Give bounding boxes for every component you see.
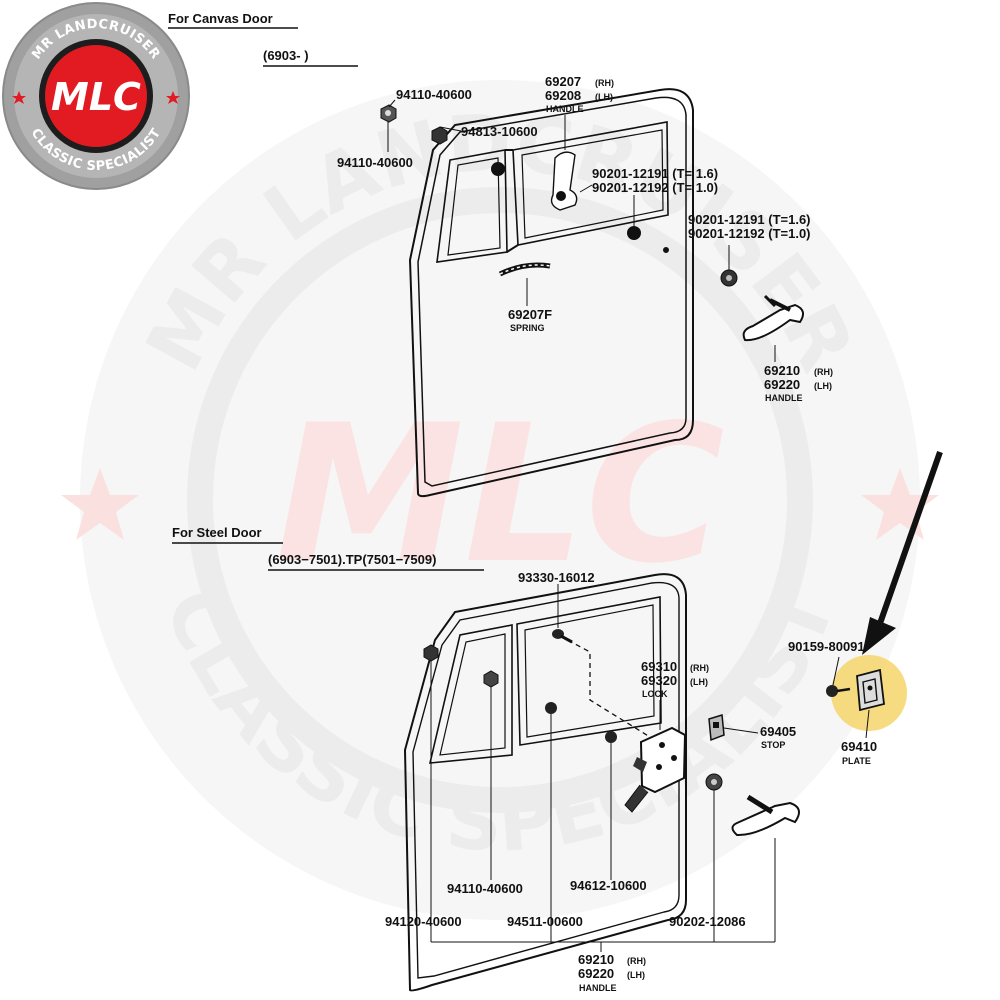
- label-90201-b2: 90201-12192 (T=1.0): [688, 226, 811, 241]
- label-90202: 90202-12086: [669, 914, 746, 929]
- brand-logo: MR LANDCRUISER CLASSIC SPECIALIST MLC: [2, 2, 190, 190]
- label-69210-steel: 69210: [578, 952, 614, 967]
- watermark-mark: MLC: [275, 384, 725, 605]
- logo-red-disc: [45, 45, 147, 147]
- label-handle-inner: HANDLE: [546, 104, 584, 114]
- label-94110-top: 94110-40600: [396, 87, 472, 102]
- label-69210-steel-rh: (RH): [627, 956, 646, 966]
- label-69410: 69410: [841, 739, 877, 754]
- washer-94511-icon: [545, 702, 557, 714]
- door-lock-69310-icon: [624, 726, 687, 813]
- label-69208-lh: (LH): [595, 92, 613, 102]
- label-69310-rh: (RH): [690, 663, 709, 673]
- watermark-star-left: [61, 468, 139, 540]
- label-69220-canvas: 69220: [764, 377, 800, 392]
- label-plate: PLATE: [842, 756, 871, 766]
- outer-handle-69210-steel-icon: [705, 773, 800, 837]
- label-69220-steel: 69220: [578, 966, 614, 981]
- label-94511: 94511-00600: [507, 914, 583, 929]
- label-69210-canvas: 69210: [764, 363, 800, 378]
- label-69310: 69310: [641, 659, 677, 674]
- label-69207-rh: (RH): [595, 78, 614, 88]
- screw-93330-icon: [552, 629, 573, 644]
- canvas-door-illustration: [408, 88, 694, 498]
- watermark-ring: [187, 187, 813, 813]
- plate-69410-highlight: [831, 655, 907, 731]
- stop-69405-icon: [708, 714, 725, 742]
- label-90201-a2: 90201-12192 (T= 1.0): [592, 180, 718, 195]
- label-94612: 94612-10600: [570, 878, 647, 893]
- steel-door-range: (6903−7501).TP(7501−7509): [268, 552, 436, 567]
- label-stop: STOP: [761, 740, 785, 750]
- label-spring: SPRING: [510, 323, 545, 333]
- pointer-arrow-icon: [862, 451, 943, 655]
- label-69405: 69405: [760, 724, 796, 739]
- outer-handle-69210-canvas-icon: [720, 269, 805, 342]
- nut-94110-top-icon: [380, 104, 397, 123]
- label-93330: 93330-16012: [518, 570, 595, 585]
- label-94813: 94813-10600: [461, 124, 538, 139]
- label-69208: 69208: [545, 88, 581, 103]
- nut-94120-icon: [423, 644, 439, 662]
- canvas-door-heading: For Canvas Door: [168, 11, 273, 26]
- label-69207F: 69207F: [508, 307, 552, 322]
- label-69210-canvas-rh: (RH): [814, 367, 833, 377]
- canvas-leader-lines: [387, 99, 776, 362]
- label-handle-canvas: HANDLE: [765, 393, 803, 403]
- nut-94110-steel-icon: [483, 670, 499, 688]
- watermark: MR LANDCRUISER CLASSIC SPECIALIST MLC: [61, 80, 939, 920]
- label-90201-b1: 90201-12191 (T=1.6): [688, 212, 811, 227]
- label-90159: 90159-80091: [788, 639, 865, 654]
- label-lock: LOCK: [642, 689, 668, 699]
- label-94120: 94120-40600: [385, 914, 462, 929]
- steel-leader-lines: [430, 584, 870, 952]
- label-94110-bottom: 94110-40600: [337, 155, 413, 170]
- washer-94612-icon: [605, 731, 617, 743]
- nut-94813-icon: [431, 126, 448, 145]
- label-90201-a1: 90201-12191 (T= 1.6): [592, 166, 718, 181]
- steel-door-heading: For Steel Door: [172, 525, 262, 540]
- label-handle-steel: HANDLE: [579, 983, 617, 993]
- label-69207: 69207: [545, 74, 581, 89]
- label-69320-lh: (LH): [690, 677, 708, 687]
- label-69220-steel-lh: (LH): [627, 970, 645, 980]
- bolt-90159-icon: [826, 685, 851, 697]
- label-69320: 69320: [641, 673, 677, 688]
- label-94110-steel: 94110-40600: [447, 881, 523, 896]
- steel-door-section: For Steel Door (6903−7501).TP(7501−7509): [172, 451, 943, 993]
- watermark-star-right: [861, 468, 939, 540]
- logo-star-left: [12, 91, 26, 104]
- canvas-door-range: (6903- ): [263, 48, 309, 63]
- canvas-door-section: For Canvas Door (6903- ): [168, 11, 833, 498]
- logo-mark: MLC: [51, 75, 141, 119]
- logo-star-right: [166, 91, 180, 104]
- label-69220-canvas-lh: (LH): [814, 381, 832, 391]
- steel-door-illustration: [403, 573, 687, 992]
